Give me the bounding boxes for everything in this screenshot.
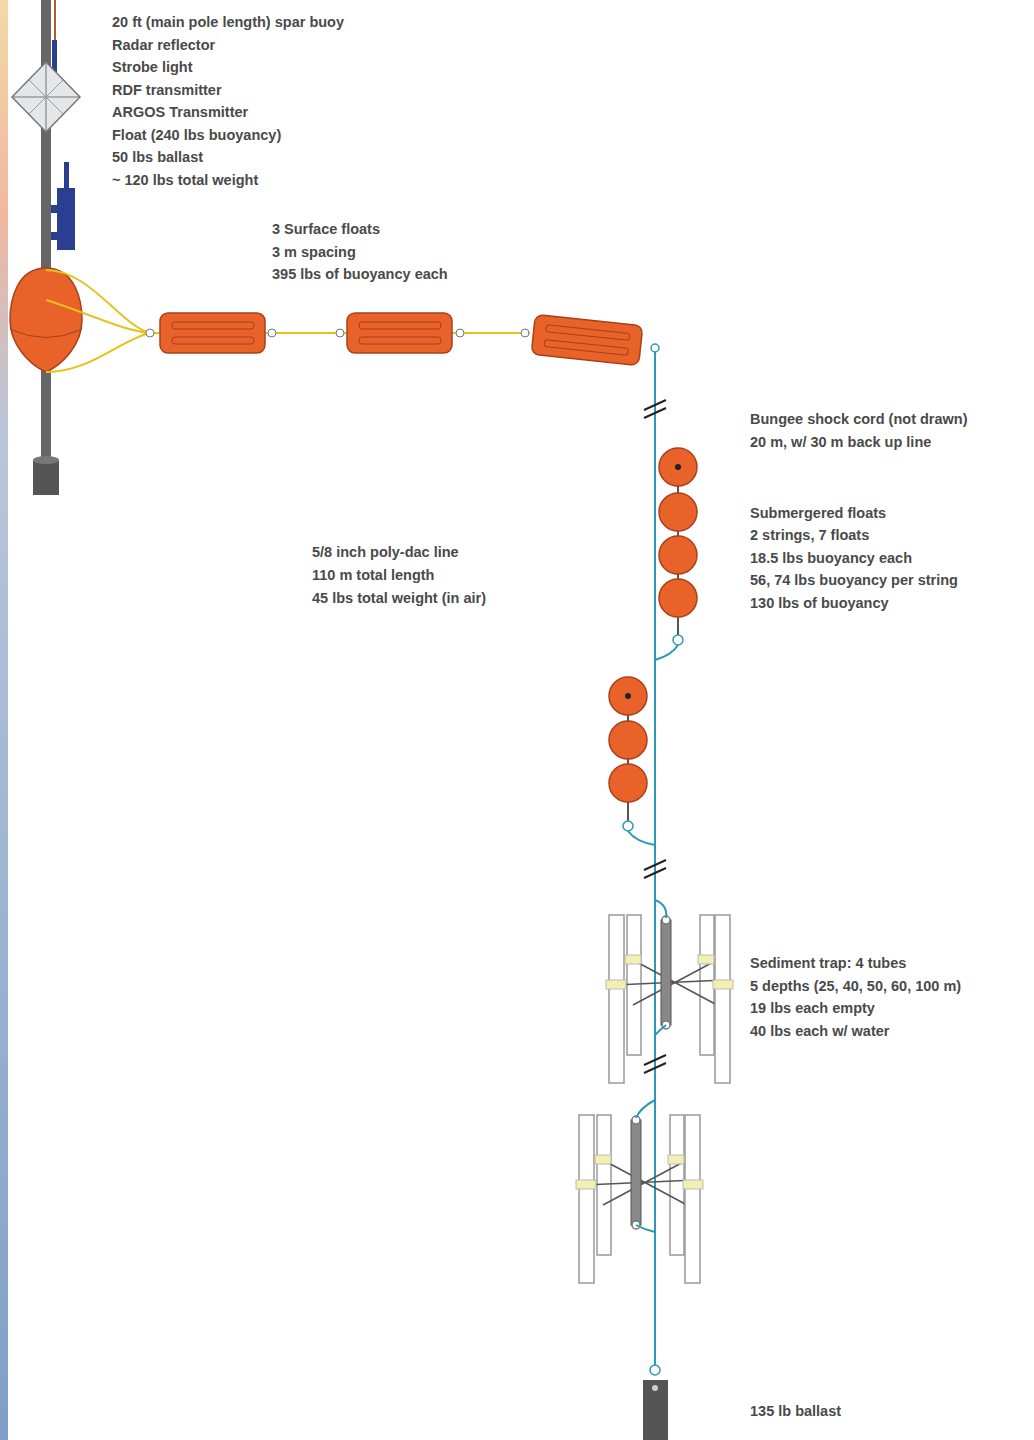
label-text: Radar reflector	[112, 36, 215, 54]
label-text: 19 lbs each empty	[750, 999, 875, 1017]
label-text: Submergered floats	[750, 504, 886, 522]
label-text: 45 lbs total weight (in air)	[312, 589, 486, 607]
label-text: 110 m total length	[312, 566, 434, 584]
label-text: Float (240 lbs buoyancy)	[112, 126, 281, 144]
label-text: 3 Surface floats	[272, 220, 380, 238]
label-text: 135 lb ballast	[750, 1402, 841, 1420]
label-text: RDF transmitter	[112, 81, 222, 99]
label-text: ~ 120 lbs total weight	[112, 171, 258, 189]
label-text: 5 depths (25, 40, 50, 60, 100 m)	[750, 977, 961, 995]
label-text: 18.5 lbs buoyancy each	[750, 549, 912, 567]
label-text: 56, 74 lbs buoyancy per string	[750, 571, 958, 589]
label-text: 2 strings, 7 floats	[750, 526, 869, 544]
label-text: Bungee shock cord (not drawn)	[750, 410, 968, 428]
label-text: Strobe light	[112, 58, 193, 76]
label-text: 395 lbs of buoyancy each	[272, 265, 448, 283]
label-text: 3 m spacing	[272, 243, 356, 261]
label-text: 5/8 inch poly-dac line	[312, 543, 459, 561]
label-text: 40 lbs each w/ water	[750, 1022, 889, 1040]
label-text: 20 ft (main pole length) spar buoy	[112, 13, 344, 31]
label-text: 130 lbs of buoyancy	[750, 594, 889, 612]
label-text: 20 m, w/ 30 m back up line	[750, 433, 931, 451]
label-text: ARGOS Transmitter	[112, 103, 248, 121]
label-text: 50 lbs ballast	[112, 148, 203, 166]
label-text: Sediment trap: 4 tubes	[750, 954, 906, 972]
